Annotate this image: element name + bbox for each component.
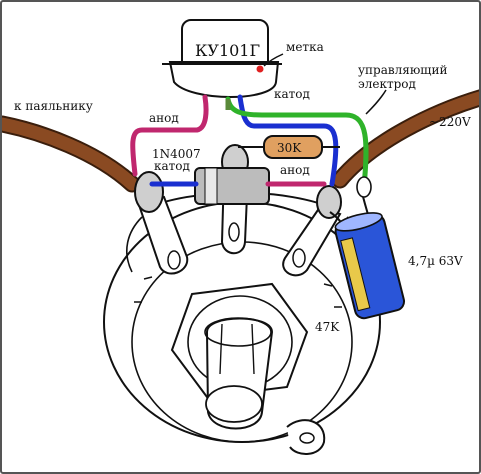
cathode-top-label: катод bbox=[274, 87, 310, 101]
wire-control-green bbox=[225, 96, 369, 190]
resistor-30k bbox=[238, 135, 340, 159]
anode-left-label: анод bbox=[149, 111, 179, 125]
thyristor-label: КУ101Г bbox=[195, 41, 260, 60]
control-electrode-label-2: электрод bbox=[358, 77, 416, 91]
to-soldering-iron-label: к паяльнику bbox=[14, 99, 93, 113]
cathode-left-label: катод bbox=[154, 159, 190, 173]
wire-anode-magenta bbox=[130, 94, 209, 177]
thyristor-ku101g bbox=[162, 19, 282, 98]
capacitor-4-7u bbox=[334, 212, 406, 320]
diode-label: 1N4007 bbox=[152, 147, 201, 161]
mark-label: метка bbox=[286, 40, 324, 54]
potentiometer-label: 47K bbox=[315, 320, 340, 334]
wire-cathode-blue bbox=[237, 94, 339, 187]
capacitor-label: 4,7µ 63V bbox=[408, 254, 463, 268]
voltage-220-label: ~220V bbox=[429, 115, 471, 129]
control-electrode-label-1: управляющий bbox=[358, 63, 447, 77]
mark-dot bbox=[256, 65, 264, 73]
resistor-label: 30K bbox=[277, 141, 302, 155]
terminal-right bbox=[282, 185, 342, 277]
anode-right-label: анод bbox=[280, 163, 310, 177]
diode-1n4007 bbox=[194, 167, 270, 205]
